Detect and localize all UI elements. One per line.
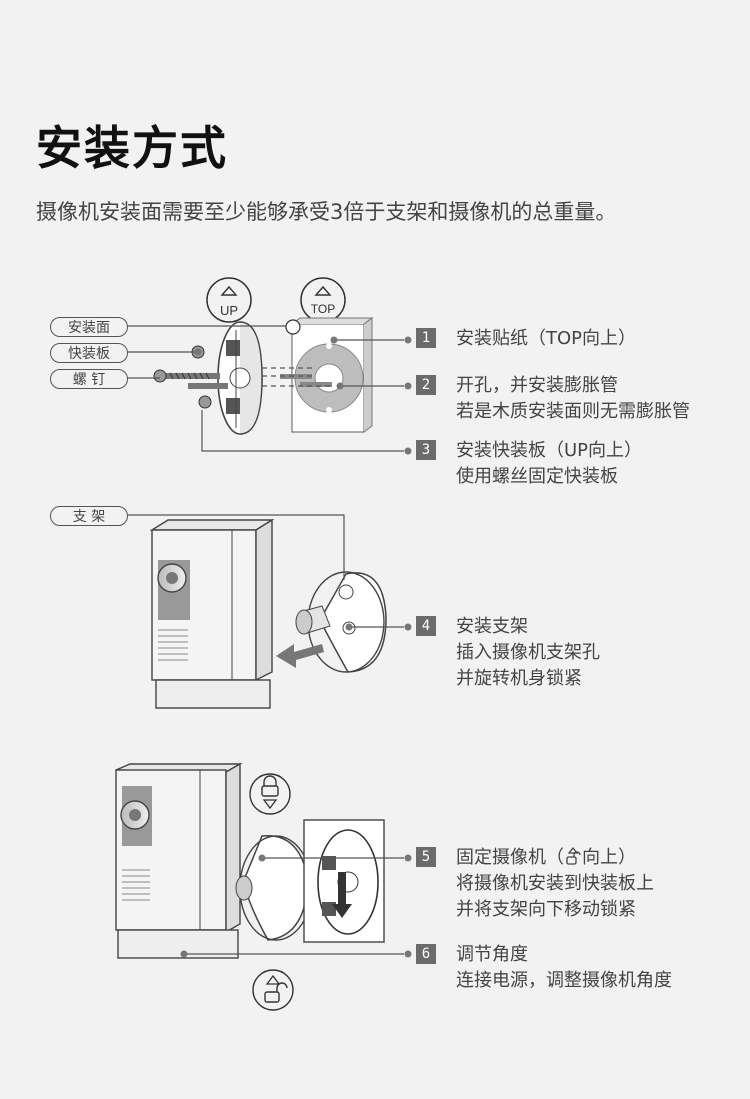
step-number: 6	[416, 944, 436, 964]
label-bracket: 支 架	[50, 506, 128, 526]
lock-closed-icon	[249, 773, 291, 815]
leader-dots-1	[194, 336, 412, 455]
step-text: 并将支架向下移动锁紧	[456, 899, 636, 920]
step-text: 若是木质安装面则无需膨胀管	[456, 401, 690, 422]
up-badge-icon: UP	[206, 277, 252, 323]
step-text: 将摄像机安装到快装板上	[456, 873, 654, 894]
step-text: 并旋转机身锁紧	[456, 668, 582, 689]
step-text: 连接电源，调整摄像机角度	[456, 970, 672, 991]
quick-mount-plate	[217, 321, 263, 435]
alignment-dashes	[262, 367, 330, 387]
top-badge-icon: TOP	[300, 277, 346, 323]
step-text: 安装支架	[456, 616, 528, 637]
bracket-on-wall	[235, 819, 385, 943]
leader-lines-1	[127, 319, 404, 452]
step-text: 插入摄像机支架孔	[456, 642, 600, 663]
label-screw: 螺 钉	[50, 369, 128, 389]
step-number: 5	[416, 847, 436, 867]
camera-body-2	[115, 762, 243, 959]
step-text: 安装贴纸（TOP向上）	[456, 328, 637, 349]
top-badge-text: TOP	[311, 302, 335, 316]
page-title: 安装方式	[36, 121, 228, 175]
step-number: 1	[416, 328, 436, 348]
lock-open-icon	[252, 969, 294, 1011]
step-text: 开孔，并安装膨胀管	[456, 375, 618, 396]
step-text-suffix: 向上）	[582, 847, 636, 868]
step-number: 2	[416, 375, 436, 395]
step-text-prefix: 固定摄像机（	[456, 847, 564, 868]
label-quick-plate: 快装板	[50, 343, 128, 363]
bracket-mount	[295, 571, 387, 673]
step-text: 安装快装板（UP向上）	[456, 440, 643, 461]
insert-arrow	[276, 644, 324, 668]
up-badge-text: UP	[220, 303, 238, 318]
step-text: 调节角度	[456, 944, 528, 965]
leader-lines-4	[127, 514, 404, 628]
down-arrow	[332, 872, 352, 918]
leader-lines-5	[184, 857, 404, 955]
step-text: 使用螺丝固定快装板	[456, 466, 618, 487]
label-mount-surface: 安装面	[50, 317, 128, 337]
step-text: 固定摄像机（ 向上）	[456, 845, 654, 871]
camera-body-1	[149, 518, 275, 709]
step-number: 3	[416, 440, 436, 460]
lock-open-icon	[566, 846, 581, 865]
page-subtitle: 摄像机安装面需要至少能够承受3倍于支架和摄像机的总重量。	[36, 200, 617, 224]
step-number: 4	[416, 616, 436, 636]
